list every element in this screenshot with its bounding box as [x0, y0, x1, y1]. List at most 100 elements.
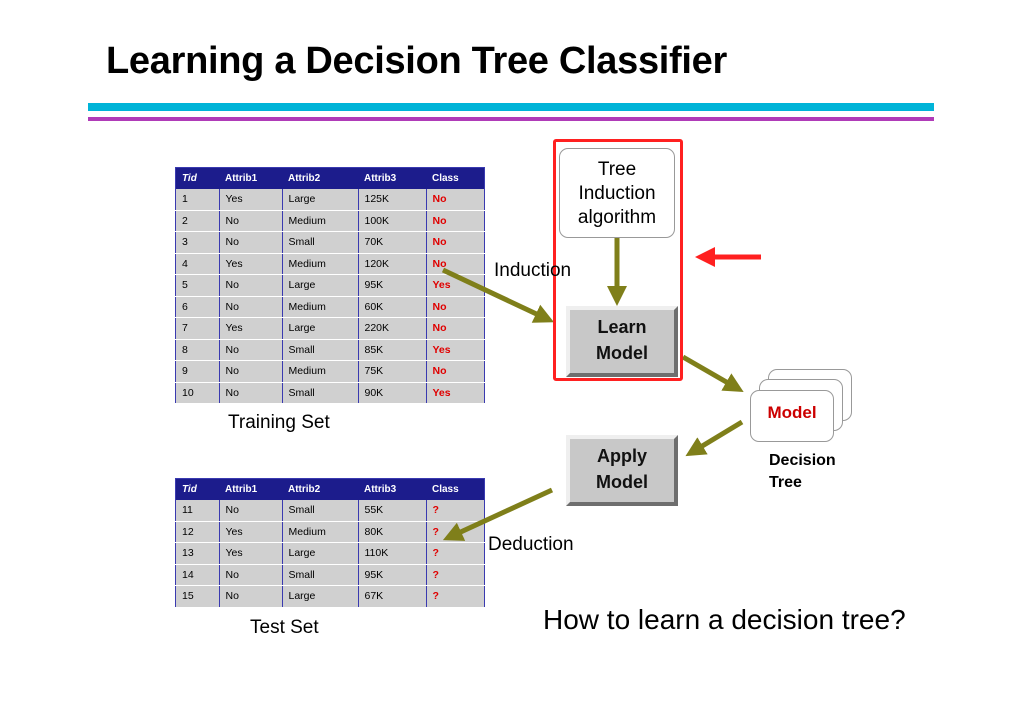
table-cell: No — [426, 210, 485, 232]
training-set-caption: Training Set — [228, 412, 330, 433]
table-cell: 2 — [175, 210, 220, 232]
title-rule-cyan — [88, 103, 934, 111]
table-cell: No — [426, 317, 485, 340]
table-cell: No — [219, 274, 283, 297]
table-cell: No — [219, 360, 283, 383]
table-cell: No — [219, 231, 283, 254]
tree-induction-line1: Tree — [597, 159, 637, 180]
column-header: Tid — [175, 478, 219, 500]
table-cell: 95K — [358, 274, 427, 297]
table-cell: No — [219, 564, 283, 586]
table-cell: 85K — [358, 339, 427, 361]
table-cell: Yes — [219, 521, 283, 543]
table-cell: Small — [282, 382, 359, 404]
table-cell: No — [426, 189, 485, 211]
table-cell: No — [426, 296, 485, 318]
table-cell: Medium — [282, 296, 359, 318]
table-cell: 125K — [358, 189, 427, 211]
table-cell: 13 — [175, 542, 220, 565]
table-cell: 12 — [175, 521, 220, 543]
table-cell: 110K — [358, 542, 427, 565]
table-cell: 100K — [358, 210, 427, 232]
table-cell: 6 — [175, 296, 220, 318]
table-cell: No — [426, 231, 485, 254]
deduction-label: Deduction — [488, 534, 574, 555]
tree-induction-line3: algorithm — [577, 207, 657, 228]
apply-model-line2: Model — [596, 472, 648, 492]
learn-model-button: Learn Model — [566, 306, 678, 377]
table-cell: Medium — [282, 253, 359, 275]
model-card-front: Model — [750, 390, 834, 442]
title-rule-purple — [88, 117, 934, 121]
table-cell: No — [219, 382, 283, 404]
table-cell: Yes — [219, 253, 283, 275]
table-cell: Large — [282, 585, 359, 608]
column-header: Tid — [175, 167, 219, 189]
learn-model-line2: Model — [596, 343, 648, 363]
column-header: Attrib2 — [282, 167, 358, 189]
table-cell: 1 — [175, 189, 220, 211]
table-cell: Yes — [426, 382, 485, 404]
table-cell: 15 — [175, 585, 220, 608]
table-cell: Medium — [282, 210, 359, 232]
column-header: Class — [426, 478, 485, 500]
column-header: Attrib3 — [358, 478, 426, 500]
table-cell: 90K — [358, 382, 427, 404]
table-cell: 14 — [175, 564, 220, 586]
page-title: Learning a Decision Tree Classifier — [106, 40, 727, 82]
table-cell: Large — [282, 542, 359, 565]
table-cell: No — [219, 210, 283, 232]
table-cell: No — [219, 339, 283, 361]
table-cell: 5 — [175, 274, 220, 297]
table-cell: ? — [426, 542, 485, 565]
table-cell: 80K — [358, 521, 427, 543]
table-cell: Yes — [426, 339, 485, 361]
induction-arrow — [441, 267, 555, 323]
table-cell: 95K — [358, 564, 427, 586]
learn-model-line1: Learn — [597, 317, 647, 337]
column-header: Class — [426, 167, 485, 189]
column-header: Attrib3 — [358, 167, 426, 189]
table-cell: 55K — [358, 500, 427, 522]
table-cell: ? — [426, 585, 485, 608]
column-header: Attrib1 — [219, 478, 282, 500]
induction-highlight-box — [553, 139, 683, 381]
table-cell: Small — [282, 500, 359, 522]
table-cell: 7 — [175, 317, 220, 340]
induction-label: Induction — [494, 260, 572, 281]
table-cell: ? — [426, 500, 485, 522]
table-cell: 8 — [175, 339, 220, 361]
table-cell: Large — [282, 317, 359, 340]
column-header: Attrib2 — [282, 478, 358, 500]
table-cell: 9 — [175, 360, 220, 383]
table-cell: Medium — [282, 521, 359, 543]
table-cell: 60K — [358, 296, 427, 318]
test-set-caption: Test Set — [250, 617, 319, 638]
tree-induction-line2: Induction — [578, 183, 656, 204]
table-cell: Large — [282, 274, 359, 297]
table-cell: Small — [282, 564, 359, 586]
table-cell: 67K — [358, 585, 427, 608]
learn-to-model-arrow — [681, 354, 744, 392]
deduction-arrow — [442, 487, 554, 541]
table-cell: No — [426, 253, 485, 275]
table-cell: 3 — [175, 231, 220, 254]
model-to-apply-arrow — [685, 419, 744, 457]
decision-tree-line1: Decision — [769, 452, 836, 469]
table-cell: No — [219, 500, 283, 522]
